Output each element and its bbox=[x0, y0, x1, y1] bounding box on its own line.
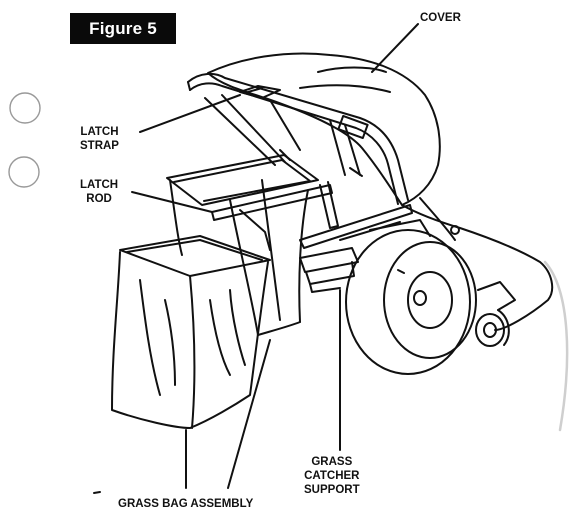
front-grass-bag bbox=[111, 235, 271, 429]
figure-title: Figure 5 bbox=[70, 13, 176, 44]
leader-latch-rod bbox=[131, 191, 213, 213]
label-grass-bag-assembly: GRASS BAG ASSEMBLY bbox=[118, 498, 254, 510]
label-latch-rod-line2: ROD bbox=[86, 193, 112, 205]
label-latch-strap-line1: LATCH bbox=[80, 126, 119, 138]
binder-holes bbox=[8, 92, 41, 188]
binder-hole-top bbox=[9, 92, 41, 124]
leader-grass-bag-right bbox=[227, 339, 271, 489]
label-latch-rod: LATCH ROD bbox=[80, 178, 118, 206]
label-grass-catcher-support: GRASS CATCHER SUPPORT bbox=[304, 455, 360, 497]
leader-lines bbox=[131, 23, 419, 489]
caster-wheel bbox=[475, 281, 516, 347]
leader-latch-strap bbox=[139, 94, 241, 133]
label-gcs-line1: GRASS bbox=[311, 456, 353, 468]
label-latch-strap: LATCH STRAP bbox=[80, 125, 119, 153]
label-cover: COVER bbox=[420, 12, 461, 24]
rear-grass-bag bbox=[166, 154, 319, 336]
rear-wheel bbox=[345, 229, 477, 375]
catcher-frame bbox=[187, 72, 409, 205]
label-gcs-line2: CATCHER bbox=[304, 470, 360, 482]
label-latch-strap-line2: STRAP bbox=[80, 140, 119, 152]
background-wheel-arc bbox=[543, 260, 569, 432]
leader-cover bbox=[371, 23, 419, 73]
label-gcs-line3: SUPPORT bbox=[304, 484, 360, 496]
tick-mark bbox=[93, 491, 101, 494]
label-latch-rod-line1: LATCH bbox=[80, 179, 119, 191]
binder-hole-bottom bbox=[8, 156, 40, 188]
latch-rod bbox=[211, 181, 413, 249]
latch-strap bbox=[239, 85, 281, 99]
